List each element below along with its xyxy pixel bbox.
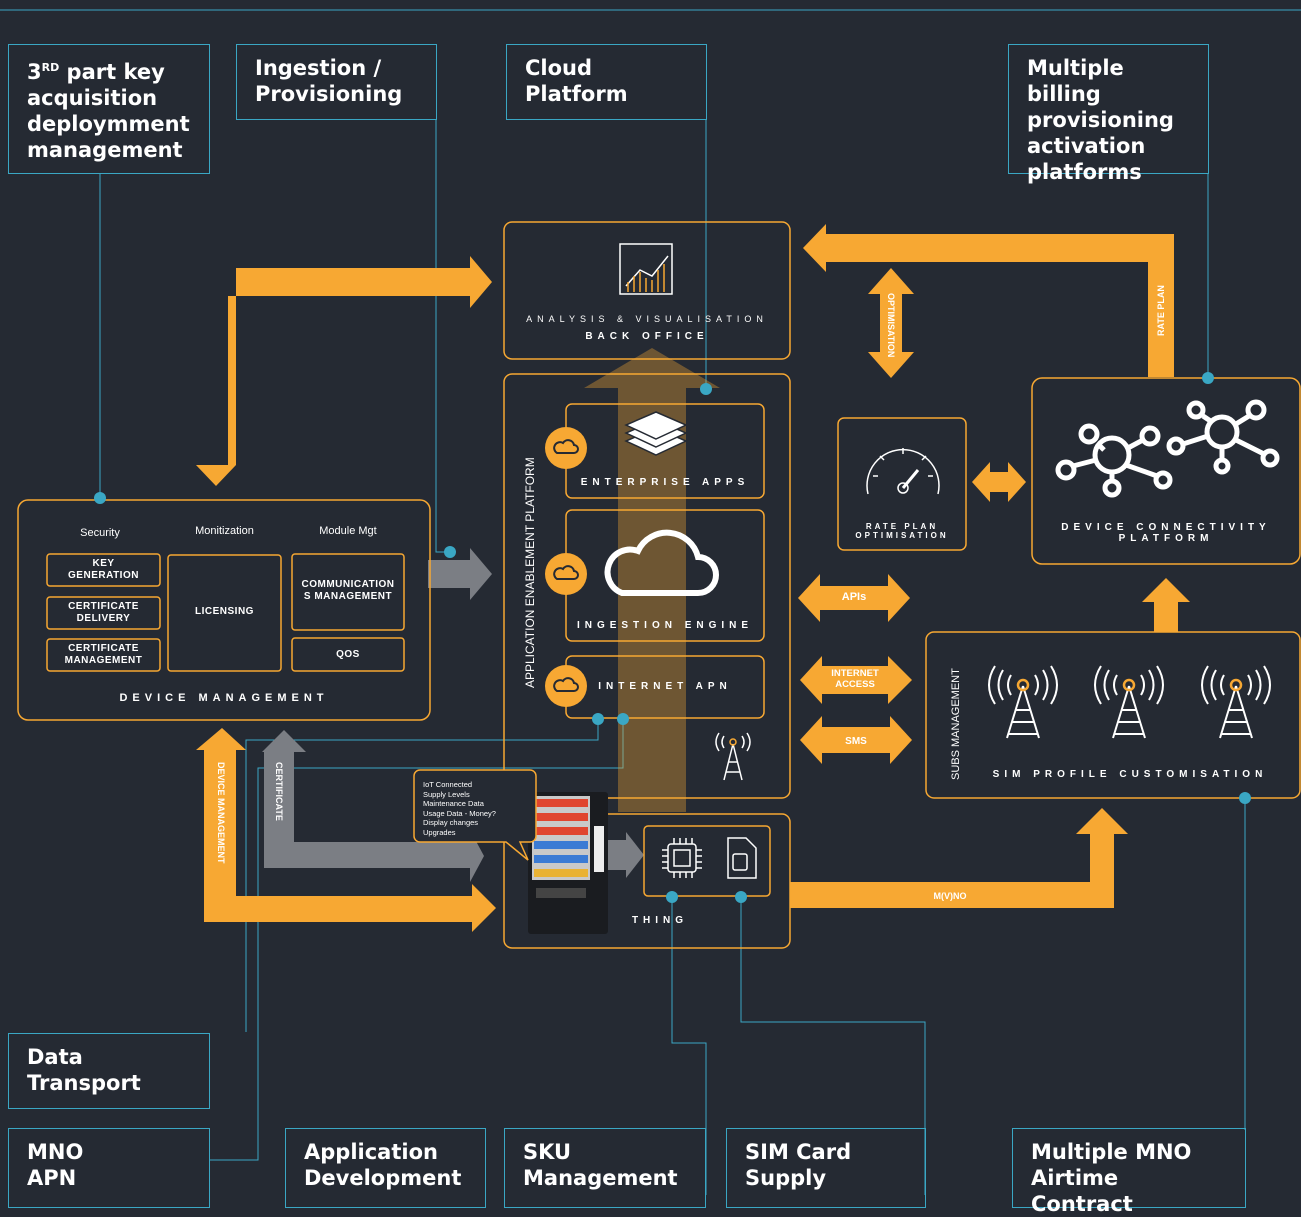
network-icon — [1055, 399, 1280, 498]
col-security: Security — [80, 527, 120, 539]
gauge-icon — [866, 448, 940, 495]
enterprise-apps-label: ENTERPRISE APPS — [580, 477, 750, 488]
key-generation: KEY GENERATION — [68, 558, 139, 581]
rate-plan-label: RATE PLAN — [1156, 285, 1166, 336]
callout-ingestion: Ingestion / Provisioning — [236, 44, 437, 120]
sms-label: SMS — [845, 736, 867, 747]
thing-title: THING — [631, 915, 689, 926]
sim-icon — [727, 837, 757, 879]
qos: QOS — [336, 649, 360, 660]
certificate-arrow-label: CERTIFICATE — [274, 762, 284, 821]
device-management-arrow-label: DEVICE MANAGEMENT — [216, 762, 226, 864]
internet-apn-label: INTERNET APN — [598, 681, 732, 692]
device-management-title: DEVICE MANAGEMENT — [119, 692, 329, 704]
cloud-badge-icon — [545, 427, 587, 707]
apis-label: APIs — [841, 591, 867, 603]
thing-bubble-text: IoT Connected Supply Levels Maintenance … — [423, 780, 496, 837]
speech-bubble — [413, 769, 537, 861]
col-monitization: Monitization — [195, 525, 254, 537]
orange-arrows — [196, 224, 1190, 932]
callout-key-acquisition: 3RD part key acquisition deploymment man… — [8, 44, 210, 174]
callout-billing: Multiple billing provisioning activation… — [1008, 44, 1209, 184]
callout-sim-supply: SIM Card Supply — [726, 1128, 926, 1208]
chip-icon — [662, 838, 702, 878]
back-office-subtitle: ANALYSIS & VISUALISATION — [526, 314, 768, 324]
layers-icon — [624, 411, 688, 456]
callout-data-transport: Data Transport — [8, 1033, 210, 1109]
back-office-title: BACK OFFICE — [585, 331, 709, 342]
connector-dots — [94, 372, 1251, 903]
communications-management: COMMUNICATION S MANAGEMENT — [301, 579, 395, 602]
col-module-mgt: Module Mgt — [319, 525, 377, 537]
subs-management-label: SUBS MANAGEMENT — [950, 668, 962, 780]
tower-icon — [988, 665, 1271, 739]
aep-label: APPLICATION ENABLEMENT PLATFORM — [523, 457, 537, 688]
chart-icon — [619, 243, 673, 295]
ingestion-engine-label: INGESTION ENGINE — [576, 620, 754, 631]
callout-mno-apn: MNO APN — [8, 1128, 210, 1208]
optimisation-label: OPTIMISATION — [886, 293, 896, 358]
uplink-arrow — [584, 348, 720, 812]
connector-lines — [99, 120, 1246, 1195]
cloud-icon — [604, 529, 719, 596]
gray-arrows — [262, 548, 644, 882]
mvno-label: M(V)NO — [933, 891, 967, 901]
internet-access-label: INTERNET ACCESS — [831, 668, 879, 690]
vending-machine-icon — [528, 792, 608, 934]
callout-app-dev: Application Development — [285, 1128, 486, 1208]
callout-cloud: Cloud Platform — [506, 44, 707, 120]
dcp-title: DEVICE CONNECTIVITY PLATFORM — [1061, 522, 1271, 544]
callout-mno-airtime: Multiple MNO Airtime Contract — [1012, 1128, 1246, 1216]
certificate-delivery: CERTIFICATE DELIVERY — [68, 601, 139, 624]
tower-icon — [715, 732, 751, 781]
sim-profile-title: SIM PROFILE CUSTOMISATION — [992, 769, 1268, 780]
callout-sku: SKU Management — [504, 1128, 706, 1208]
licensing: LICENSING — [195, 606, 254, 617]
rate-plan-title: RATE PLAN OPTIMISATION — [855, 522, 949, 540]
certificate-management: CERTIFICATE MANAGEMENT — [64, 643, 143, 666]
